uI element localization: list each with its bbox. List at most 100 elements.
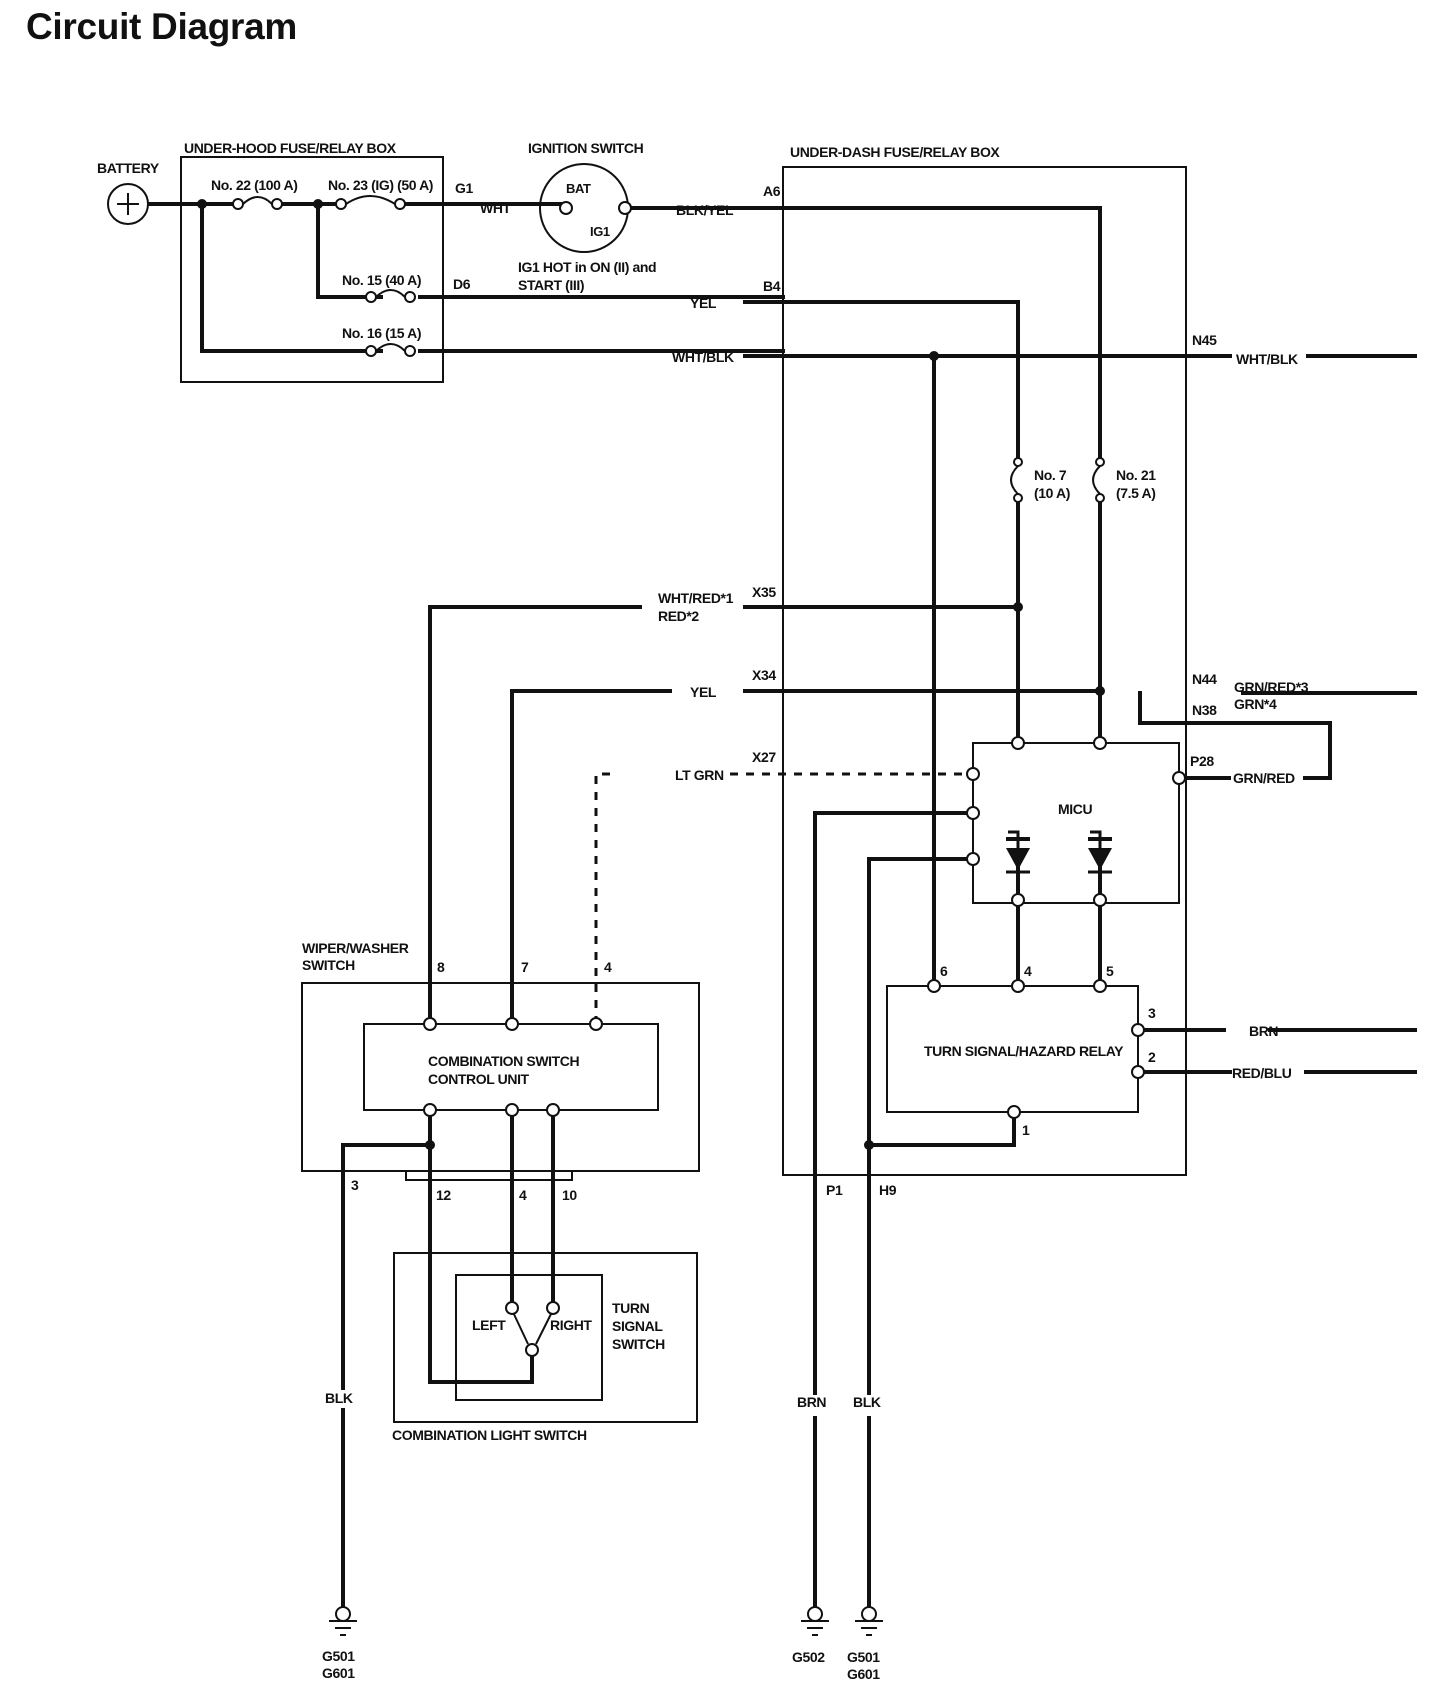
relay-pin-3: 3: [1148, 1005, 1156, 1021]
page-title: Circuit Diagram: [26, 6, 298, 47]
turn-signal-label-1: TURN: [612, 1300, 650, 1316]
turn-left-label: LEFT: [472, 1317, 506, 1333]
connector-n38-label: N38: [1192, 702, 1217, 718]
wiper-pin-7: 7: [521, 959, 529, 975]
wire-junctions: [197, 199, 1105, 1150]
wire-blk-h9-label: BLK: [853, 1394, 881, 1410]
underhood-box-label: UNDER-HOOD FUSE/RELAY BOX: [184, 140, 397, 156]
connector-p1-label: P1: [826, 1182, 843, 1198]
fuse-no15-label: No. 15 (40 A): [342, 272, 421, 288]
wiper-pin-8: 8: [437, 959, 445, 975]
ground-left-label-1: G501: [322, 1648, 355, 1664]
fuse-no7-icon: [1010, 457, 1023, 503]
ignition-bat-label: BAT: [566, 181, 591, 196]
wiper-bracket: [405, 1172, 573, 1181]
ignition-ig1-label: IG1: [590, 224, 610, 239]
connector-g1-label: G1: [455, 180, 473, 196]
ignition-ig1-terminal: [618, 201, 632, 215]
wire-yel-b4-label: YEL: [690, 295, 717, 311]
wiring: [142, 202, 1417, 1615]
relay-pin-4: 4: [1024, 963, 1032, 979]
connector-a6-label: A6: [763, 183, 781, 199]
wire-wht-red-label: WHT/RED*1: [658, 590, 734, 606]
wire-red-blu-label: RED/BLU: [1232, 1065, 1292, 1081]
wiper-pin-4b: 4: [519, 1187, 527, 1203]
underhood-fuse-box: [180, 156, 444, 383]
battery-icon: [107, 183, 149, 225]
ignition-switch-label: IGNITION SWITCH: [528, 140, 644, 156]
wiper-pin-4: 4: [604, 959, 612, 975]
wire-brn-p1-label: BRN: [797, 1394, 826, 1410]
wire-blk-yel-label: BLK/YEL: [676, 202, 734, 218]
connector-x27-label: X27: [752, 749, 776, 765]
fuse-no23-icon: [335, 195, 406, 210]
combination-light-switch-label: COMBINATION LIGHT SWITCH: [392, 1427, 587, 1443]
diode-right-icon: [1088, 830, 1112, 874]
underdash-box-label: UNDER-DASH FUSE/RELAY BOX: [790, 144, 1000, 160]
wiper-switch-label-1: WIPER/WASHER: [302, 940, 409, 956]
wiper-pin-12: 12: [436, 1187, 451, 1203]
fuse-no22-label: No. 22 (100 A): [211, 177, 297, 193]
wire-wht-blk-n45-label: WHT/BLK: [1236, 351, 1298, 367]
wiper-pin-3: 3: [351, 1177, 359, 1193]
underdash-fuse-box: [782, 166, 1187, 1176]
connector-n44-label: N44: [1192, 671, 1217, 687]
ground-mid-icon: [801, 1606, 829, 1636]
terminals: [423, 736, 1186, 1357]
connector-x34-label: X34: [752, 667, 776, 683]
ground-right-icon: [855, 1606, 883, 1636]
connector-x35-label: X35: [752, 584, 776, 600]
fuse-no16-icon: [365, 343, 416, 357]
wire-grn-red-p28-label: GRN/RED: [1233, 770, 1295, 786]
micu-box: [972, 742, 1180, 904]
fuse-no21-rating: (7.5 A): [1116, 485, 1155, 501]
wire-lt-grn-label: LT GRN: [675, 767, 724, 783]
connector-n45-label: N45: [1192, 332, 1217, 348]
wire-yel-x34-label: YEL: [690, 684, 717, 700]
wire-grn-red3-label: GRN/RED*3: [1234, 679, 1309, 695]
ground-left-label-2: G601: [322, 1665, 355, 1681]
wire-red-label: RED*2: [658, 608, 699, 624]
relay-label: TURN SIGNAL/HAZARD RELAY: [924, 1043, 1124, 1059]
connector-d6-label: D6: [453, 276, 471, 292]
wiper-washer-switch-box: [301, 982, 700, 1172]
combination-light-switch-box: [393, 1252, 698, 1423]
turn-signal-label-3: SWITCH: [612, 1336, 665, 1352]
wire-wht-blk-d6-label: WHT/BLK: [672, 349, 734, 365]
connector-h9-label: H9: [879, 1182, 897, 1198]
ignition-note-line1: IG1 HOT in ON (II) and: [518, 259, 656, 275]
fuse-no16-label: No. 16 (15 A): [342, 325, 421, 341]
relay-pin-1: 1: [1022, 1122, 1030, 1138]
ignition-note-line2: START (III): [518, 277, 584, 293]
fuse-no23-label: No. 23 (IG) (50 A): [328, 177, 433, 193]
relay-pin-6: 6: [940, 963, 948, 979]
control-unit-label-2: CONTROL UNIT: [428, 1071, 530, 1087]
fuse-no21-icon: [1092, 457, 1105, 503]
wiper-pin-10: 10: [562, 1187, 577, 1203]
ground-right-label-2: G601: [847, 1666, 880, 1682]
battery-label: BATTERY: [97, 160, 160, 176]
wire-blk-left-label: BLK: [325, 1390, 353, 1406]
fuse-no7-rating: (10 A): [1034, 485, 1070, 501]
wire-brn-out-label: BRN: [1249, 1023, 1278, 1039]
relay-pin-2: 2: [1148, 1049, 1156, 1065]
relay-pin-5: 5: [1106, 963, 1114, 979]
wire-grn4-label: GRN*4: [1234, 696, 1277, 712]
wiper-switch-label-2: SWITCH: [302, 957, 355, 973]
ignition-bat-terminal: [559, 201, 573, 215]
turn-signal-label-2: SIGNAL: [612, 1318, 663, 1334]
connector-p28-label: P28: [1190, 753, 1214, 769]
ground-right-label-1: G501: [847, 1649, 880, 1665]
fuse-no21-name: No. 21: [1116, 467, 1156, 483]
ground-left-icon: [329, 1606, 357, 1636]
turn-right-label: RIGHT: [550, 1317, 592, 1333]
ground-mid-label: G502: [792, 1649, 825, 1665]
connector-b4-label: B4: [763, 278, 781, 294]
turn-signal-switch-box: [455, 1274, 603, 1401]
fuse-no22-icon: [232, 196, 283, 210]
wire-wht-label: WHT: [480, 200, 512, 216]
ignition-switch-body: [539, 163, 629, 253]
micu-label: MICU: [1058, 801, 1092, 817]
control-unit-label-1: COMBINATION SWITCH: [428, 1053, 579, 1069]
